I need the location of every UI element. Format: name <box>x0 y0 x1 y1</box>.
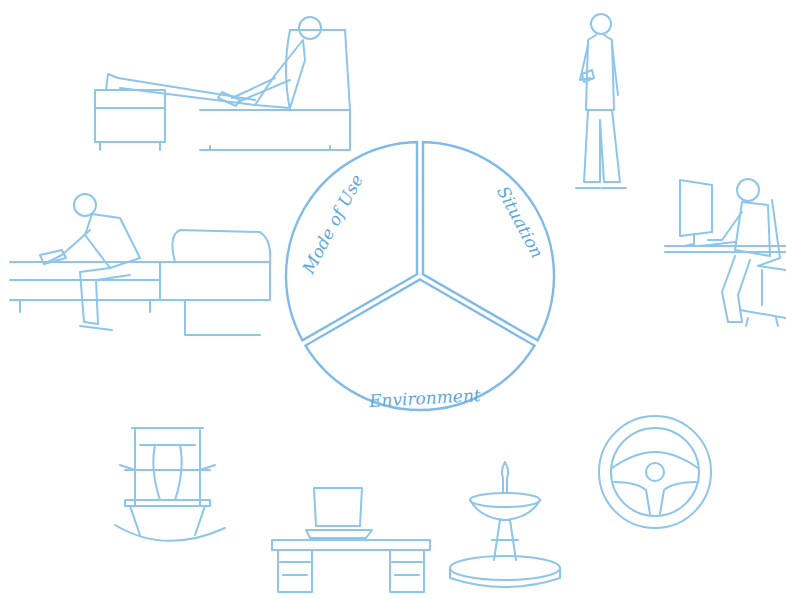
reclining-person-stroke <box>118 78 255 105</box>
desk-worker-sketch <box>665 179 786 326</box>
rocking-chair-stroke <box>132 428 203 445</box>
desk-worker-stroke <box>680 180 712 236</box>
steering-wheel-stroke <box>612 452 698 468</box>
reclining-person-stroke <box>218 92 240 106</box>
standing-person-stroke <box>591 14 611 34</box>
steering-wheel-stroke <box>646 463 664 481</box>
desk-laptop-stroke <box>314 488 362 526</box>
standing-person-stroke <box>612 45 618 95</box>
reclining-person-stroke <box>100 142 160 150</box>
reclining-person-stroke <box>106 74 120 90</box>
reclining-person-sketch <box>95 17 350 150</box>
seated-person-stroke <box>20 300 150 312</box>
reclining-person-stroke <box>255 40 305 108</box>
seated-person-stroke <box>74 194 96 216</box>
desk-worker-stroke <box>735 202 770 256</box>
desk-worker-stroke <box>758 200 786 270</box>
reclining-person-stroke <box>299 17 321 39</box>
seated-person-stroke <box>85 214 140 268</box>
fountain-stroke <box>492 539 518 541</box>
rocking-chair-stroke <box>135 430 200 505</box>
standing-person-stroke <box>582 70 594 82</box>
reclining-person-stroke <box>232 78 290 102</box>
steering-wheel-sketch <box>599 416 711 528</box>
sector-shape <box>305 279 534 410</box>
fountain-stroke <box>450 556 560 580</box>
steering-wheel-stroke <box>614 482 696 514</box>
seated-person-stroke <box>160 262 270 300</box>
fountain-stroke <box>470 500 540 520</box>
fountain-stroke <box>502 462 508 493</box>
rocking-chair-stroke <box>153 445 181 500</box>
desk-worker-stroke <box>684 234 694 246</box>
desk-worker-stroke <box>722 256 750 322</box>
desk-laptop-stroke <box>272 540 430 550</box>
standing-person-stroke <box>584 110 620 182</box>
desk-laptop-stroke <box>280 562 422 575</box>
desk-worker-stroke <box>708 212 742 240</box>
sector-outline <box>284 140 556 412</box>
desk-worker-stroke <box>700 242 735 246</box>
rocking-chair-stroke <box>120 465 215 470</box>
reclining-person-stroke <box>210 146 330 150</box>
rocking-chair-stroke <box>125 500 210 506</box>
rocking-chair-sketch <box>115 428 225 541</box>
reclining-person-stroke <box>95 107 165 109</box>
seated-person-sketch <box>10 194 270 335</box>
fountain-stroke <box>450 568 560 587</box>
standing-person-stroke <box>576 187 626 189</box>
reclining-person-stroke <box>286 30 290 110</box>
desk-laptop-stroke <box>278 550 312 592</box>
fountain-sketch <box>450 462 560 587</box>
seated-person-stroke <box>172 230 270 262</box>
desk-laptop-stroke <box>306 530 372 538</box>
seated-person-stroke <box>40 250 66 264</box>
steering-wheel-stroke <box>599 416 711 528</box>
pie-sector: Environment <box>284 140 556 412</box>
desk-worker-stroke <box>740 270 786 326</box>
standing-person-stroke <box>586 35 614 110</box>
seated-person-stroke <box>185 300 260 335</box>
steering-wheel-stroke <box>611 428 699 516</box>
reclining-person-stroke <box>200 110 350 150</box>
seated-person-stroke <box>10 279 160 281</box>
reclining-person-stroke <box>290 30 350 110</box>
rocking-chair-stroke <box>130 506 205 535</box>
seated-person-stroke <box>80 268 130 324</box>
desk-laptop-sketch <box>272 488 430 592</box>
rocking-chair-stroke <box>115 525 225 541</box>
seated-person-stroke <box>48 230 90 262</box>
fountain-stroke <box>470 493 540 507</box>
seated-person-stroke <box>10 262 160 300</box>
standing-person-sketch <box>576 14 626 188</box>
desk-laptop-stroke <box>390 550 424 592</box>
reclining-person-stroke <box>95 90 165 142</box>
desk-worker-stroke <box>665 246 786 252</box>
seated-person-stroke <box>80 326 112 330</box>
desk-worker-stroke <box>737 179 759 201</box>
